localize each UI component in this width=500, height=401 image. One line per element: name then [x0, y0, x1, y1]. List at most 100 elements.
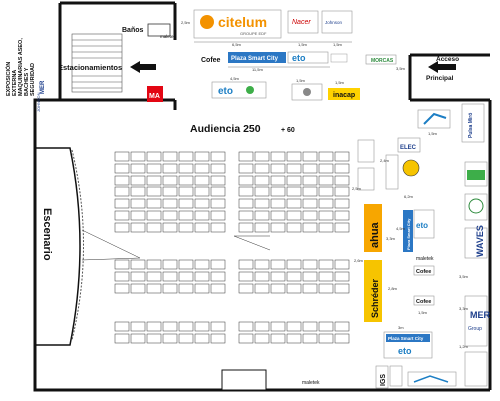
chair	[210, 259, 226, 270]
chair	[210, 321, 226, 332]
chair	[114, 198, 130, 209]
booth-small-blue	[321, 10, 353, 34]
morcas-booth	[365, 54, 397, 65]
dim-d8: 1,5m	[296, 78, 306, 83]
inacap-booth	[328, 88, 360, 100]
cofee-right-1-text: Cofee	[416, 269, 431, 275]
chair	[130, 321, 146, 332]
chair	[238, 222, 254, 233]
dim-d5: 11,5m	[252, 67, 263, 72]
chair	[194, 186, 210, 197]
chair	[238, 259, 254, 270]
acceso-label-line1: Acceso	[436, 56, 459, 63]
chair	[334, 151, 350, 162]
chair	[194, 271, 210, 282]
dim-d21: 3,5m	[459, 274, 469, 279]
booth-bottom-right-logo-icon	[413, 375, 449, 383]
acceso-label-line2: Principal	[426, 75, 454, 82]
booth-small-red	[287, 10, 319, 34]
booth-col-3	[385, 154, 399, 190]
chair	[270, 198, 286, 209]
stage-curtain	[71, 149, 84, 341]
dim-d20: 3m	[398, 325, 404, 330]
citelum-name: citelum	[218, 14, 267, 30]
cofee-right-1-booth	[413, 265, 435, 276]
chair	[238, 283, 254, 294]
chair	[254, 163, 270, 174]
chair	[162, 222, 178, 233]
svg-text:BACHES Y: BACHES Y	[24, 67, 30, 96]
elec-text: ELEC	[400, 145, 417, 151]
elec-booth	[397, 137, 421, 153]
chair	[254, 321, 270, 332]
chair	[146, 163, 162, 174]
chair	[194, 198, 210, 209]
chair	[254, 259, 270, 270]
eto-top-booth	[287, 51, 329, 64]
chair	[114, 283, 130, 294]
chair	[286, 175, 302, 186]
chair	[146, 321, 162, 332]
chair	[238, 198, 254, 209]
chair	[162, 259, 178, 270]
dim-d19: 1,5m	[418, 310, 428, 315]
ma-red-logo-text: MA	[149, 93, 160, 100]
chair	[178, 198, 194, 209]
plaza-smart-city-top-booth	[228, 52, 286, 63]
staircase	[71, 33, 123, 93]
booth-col-2	[357, 167, 375, 191]
eto-second-booth	[211, 81, 267, 99]
booth-col-1	[357, 139, 375, 163]
chair	[162, 151, 178, 162]
plaza-smart-city-right-booth	[403, 210, 413, 252]
dim-d17: 2,6m	[354, 258, 364, 263]
chair	[286, 186, 302, 197]
chair	[146, 283, 162, 294]
chair	[178, 259, 194, 270]
svg-text:MER: MER	[40, 80, 46, 94]
chair	[318, 321, 334, 332]
chair	[146, 259, 162, 270]
estacionamientos-label: Estacionamientos	[58, 63, 122, 72]
chair	[210, 271, 226, 282]
chair	[194, 151, 210, 162]
chair	[286, 198, 302, 209]
chair	[302, 198, 318, 209]
audience-chairs	[114, 151, 350, 344]
chair	[302, 283, 318, 294]
dim-d11b: 6,2m	[404, 194, 414, 199]
chair	[318, 283, 334, 294]
booth-bottom-small	[389, 365, 403, 387]
chair	[238, 186, 254, 197]
chair	[270, 175, 286, 186]
chair	[238, 210, 254, 221]
mer-sub-text: Group	[468, 326, 482, 332]
chair	[334, 321, 350, 332]
chair	[318, 271, 334, 282]
audiencia-extra: + 60	[281, 127, 295, 134]
chair	[238, 163, 254, 174]
booth-small-blue-text: Johnson	[325, 20, 343, 25]
chair	[254, 271, 270, 282]
dim-d1: 2,5m	[181, 20, 191, 25]
chair	[162, 163, 178, 174]
morcas-text: MORCAS	[371, 58, 394, 64]
chair	[114, 222, 130, 233]
chair	[210, 222, 226, 233]
chair	[238, 175, 254, 186]
svg-text:MAQUINARIAS ASEO,: MAQUINARIAS ASEO,	[18, 38, 24, 96]
chair	[334, 175, 350, 186]
dim-d23: 1,2m	[459, 344, 469, 349]
chair	[130, 163, 146, 174]
chair	[178, 321, 194, 332]
booth-right-wall-bottom	[464, 351, 488, 387]
chair	[194, 333, 210, 344]
igs-text: IGS	[380, 374, 387, 386]
chair	[302, 163, 318, 174]
chair	[162, 175, 178, 186]
chair	[162, 198, 178, 209]
chair	[334, 283, 350, 294]
banos-label: Baños	[122, 27, 144, 34]
svg-text:SEGURIDAD: SEGURIDAD	[30, 63, 36, 96]
chair	[334, 259, 350, 270]
